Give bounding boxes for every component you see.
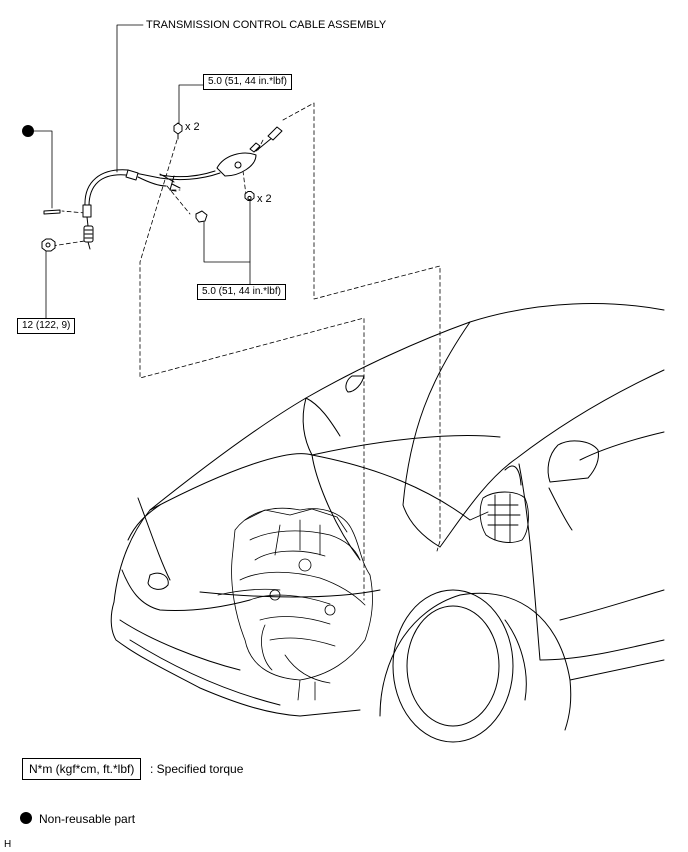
legend-torque-desc: : Specified torque [150, 762, 244, 776]
cable-assembly [43, 126, 283, 250]
figure-code: H [4, 839, 12, 850]
non-reusable-marker-icon [22, 125, 34, 137]
vehicle [110, 303, 665, 743]
shift-selector [469, 491, 529, 543]
bolt-quantity: x 2 [185, 121, 200, 133]
fasteners [41, 122, 255, 252]
cable-assembly-label: TRANSMISSION CONTROL CABLE ASSEMBLY [146, 19, 387, 31]
leader-lines [33, 24, 251, 319]
torque-callout-nut: 12 (122, 9) [17, 318, 76, 334]
torque-callout-bolt-upper: 5.0 (51, 44 in.*lbf) [203, 74, 292, 90]
legend-non-reusable-desc: Non-reusable part [39, 812, 136, 826]
legend-torque-box: N*m (kgf*cm, ft.*lbf) [22, 758, 142, 780]
legend-non-reusable-icon [20, 812, 32, 824]
nut-quantity: x 2 [257, 193, 272, 205]
engine [217, 507, 373, 701]
torque-callout-bolt-lower: 5.0 (51, 44 in.*lbf) [197, 284, 286, 300]
projection-lines [51, 102, 441, 601]
